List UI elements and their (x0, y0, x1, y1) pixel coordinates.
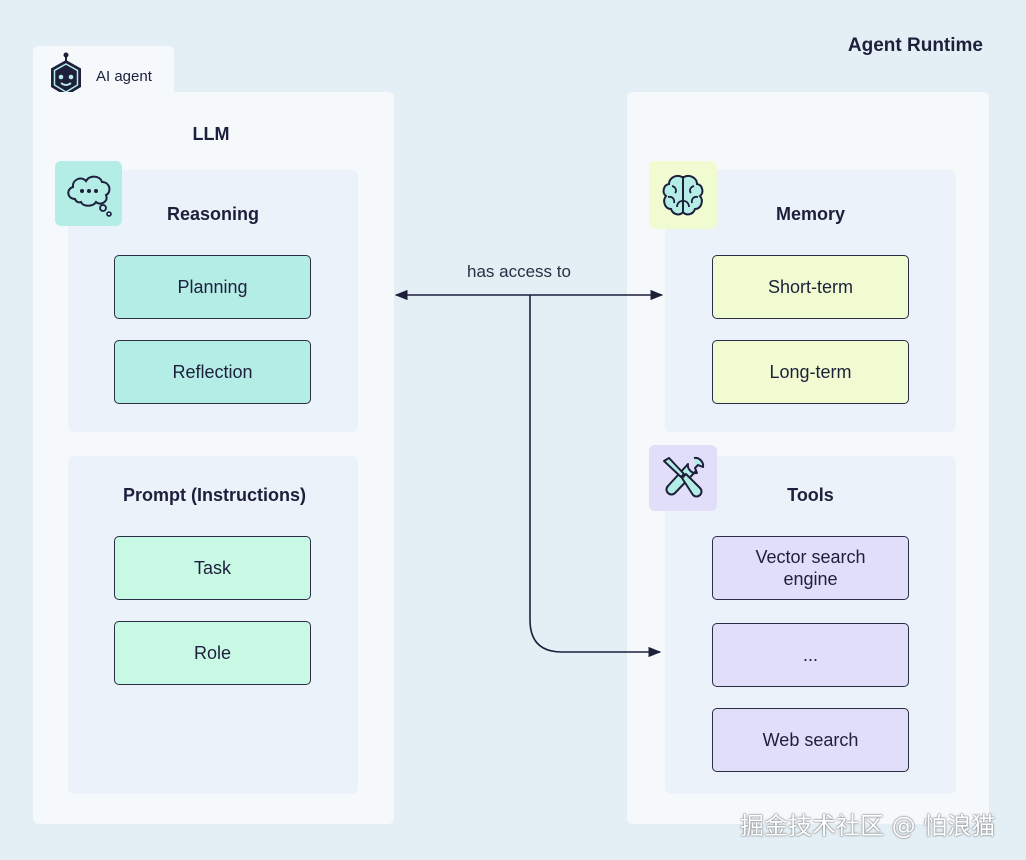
robot-icon (47, 52, 87, 98)
short-term-box: Short-term (712, 255, 909, 319)
memory-title: Memory (775, 204, 846, 224)
has-access-to-label: has access to (467, 262, 571, 281)
planning-box: Planning (114, 255, 311, 319)
ellipsis-tool-box: ... (712, 623, 909, 687)
prompt-title: Prompt (Instructions) (123, 485, 306, 505)
web-search-box: Web search (712, 708, 909, 772)
tools-title: Tools (787, 485, 834, 505)
vector-search-engine-box: Vector search engine (712, 536, 909, 600)
reflection-box: Reflection (114, 340, 311, 404)
reasoning-title: Reasoning (166, 204, 259, 224)
brain-icon (649, 161, 717, 229)
agent-runtime-title: Agent Runtime (847, 35, 983, 56)
long-term-box: Long-term (712, 340, 909, 404)
role-box: Role (114, 621, 311, 685)
task-box: Task (114, 536, 311, 600)
thought-bubble-icon (55, 161, 122, 226)
watermark: 掘金技术社区 @ 怕浪猫 (740, 812, 996, 840)
tools-icon (649, 445, 717, 511)
ai-agent-label: AI agent (96, 68, 152, 85)
llm-title: LLM (192, 124, 230, 144)
